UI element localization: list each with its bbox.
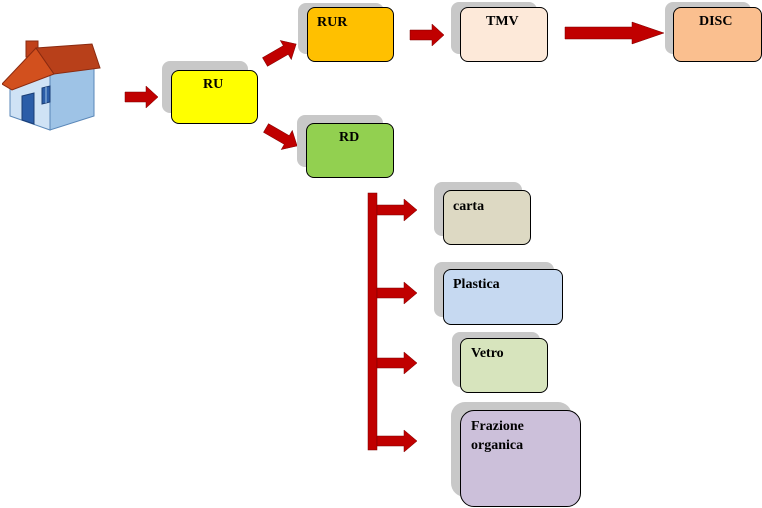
node-disc-label: DISC (699, 14, 733, 29)
node-rd: RD (306, 123, 394, 178)
house-icon (2, 40, 101, 131)
node-tmv: TMV (460, 7, 548, 62)
arrow-rur-to-tmv (409, 23, 445, 47)
node-ru-label: RU (203, 77, 224, 92)
node-plastica: Plastica (443, 269, 563, 325)
arrow-ru-to-rd (263, 123, 298, 150)
arrow-house-to-ru (124, 85, 159, 109)
node-frazione-organica: Frazione organica (460, 410, 581, 507)
node-plastica-label: Plastica (453, 277, 500, 292)
node-vetro-label: Vetro (471, 346, 504, 361)
node-rur-label: RUR (317, 15, 348, 30)
arrow-to-plastica (376, 281, 418, 305)
node-organica-label-line2: organica (471, 438, 524, 453)
node-ru: RU (171, 70, 258, 124)
node-carta: carta (443, 190, 531, 245)
arrow-to-carta (376, 198, 418, 222)
node-organica-label-line1: Frazione (471, 419, 524, 434)
arrow-tmv-to-disc (564, 21, 665, 45)
arrow-ru-to-rur (262, 40, 297, 67)
node-vetro: Vetro (460, 338, 548, 393)
rd-branch-bar (367, 192, 378, 451)
arrow-to-organica (376, 429, 418, 453)
arrow-to-vetro (376, 351, 418, 375)
node-carta-label: carta (453, 199, 485, 214)
node-rd-label: RD (339, 130, 360, 145)
node-disc: DISC (673, 7, 762, 62)
node-tmv-label: TMV (486, 14, 519, 29)
node-rur: RUR (307, 7, 394, 62)
